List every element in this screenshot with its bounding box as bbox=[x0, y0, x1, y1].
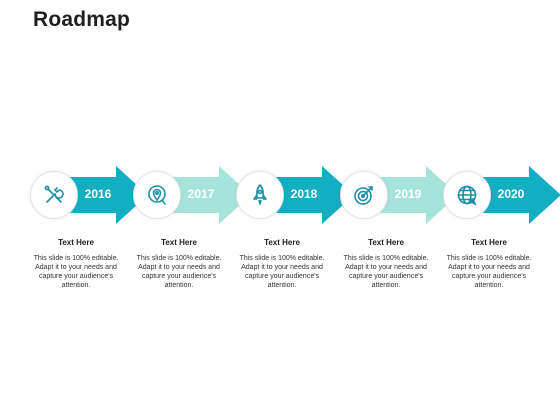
step-description: This slide is 100% editable. Adapt it to… bbox=[239, 255, 325, 289]
page-title: Roadmap bbox=[33, 8, 131, 31]
icon-circle bbox=[340, 171, 388, 219]
step-heading: Text Here bbox=[264, 238, 300, 247]
location-pin-icon bbox=[148, 185, 166, 205]
step-description: This slide is 100% editable. Adapt it to… bbox=[136, 255, 222, 289]
step-description: This slide is 100% editable. Adapt it to… bbox=[446, 255, 532, 289]
year-label: 2017 bbox=[187, 187, 215, 201]
year-label: 2019 bbox=[394, 187, 422, 201]
tools-icon bbox=[44, 185, 64, 203]
step-heading: Text Here bbox=[471, 238, 507, 247]
target-icon bbox=[354, 186, 373, 205]
icon-circle bbox=[133, 171, 181, 219]
icon-circle bbox=[443, 171, 491, 219]
icon-circle bbox=[236, 171, 284, 219]
year-label: 2018 bbox=[290, 187, 318, 201]
icon-circle bbox=[30, 171, 78, 219]
step-description: This slide is 100% editable. Adapt it to… bbox=[343, 255, 429, 289]
roadmap-step-3: 2018 Text Here This slide is 100% editab… bbox=[236, 166, 354, 296]
step-heading: Text Here bbox=[58, 238, 94, 247]
year-label: 2016 bbox=[84, 187, 112, 201]
rocket-icon bbox=[253, 184, 267, 205]
roadmap-step-1: 2016 Text Here This slide is 100% editab… bbox=[30, 166, 148, 296]
roadmap-step-2: 2017 Text Here This slide is 100% editab… bbox=[133, 166, 251, 296]
year-label: 2020 bbox=[497, 187, 525, 201]
step-heading: Text Here bbox=[161, 238, 197, 247]
step-description: This slide is 100% editable. Adapt it to… bbox=[33, 255, 119, 289]
globe-icon bbox=[457, 185, 477, 206]
step-heading: Text Here bbox=[368, 238, 404, 247]
roadmap-step-4: 2019 Text Here This slide is 100% editab… bbox=[340, 166, 458, 296]
roadmap-step-5: 2020 Text Here This slide is 100% editab… bbox=[443, 166, 560, 296]
